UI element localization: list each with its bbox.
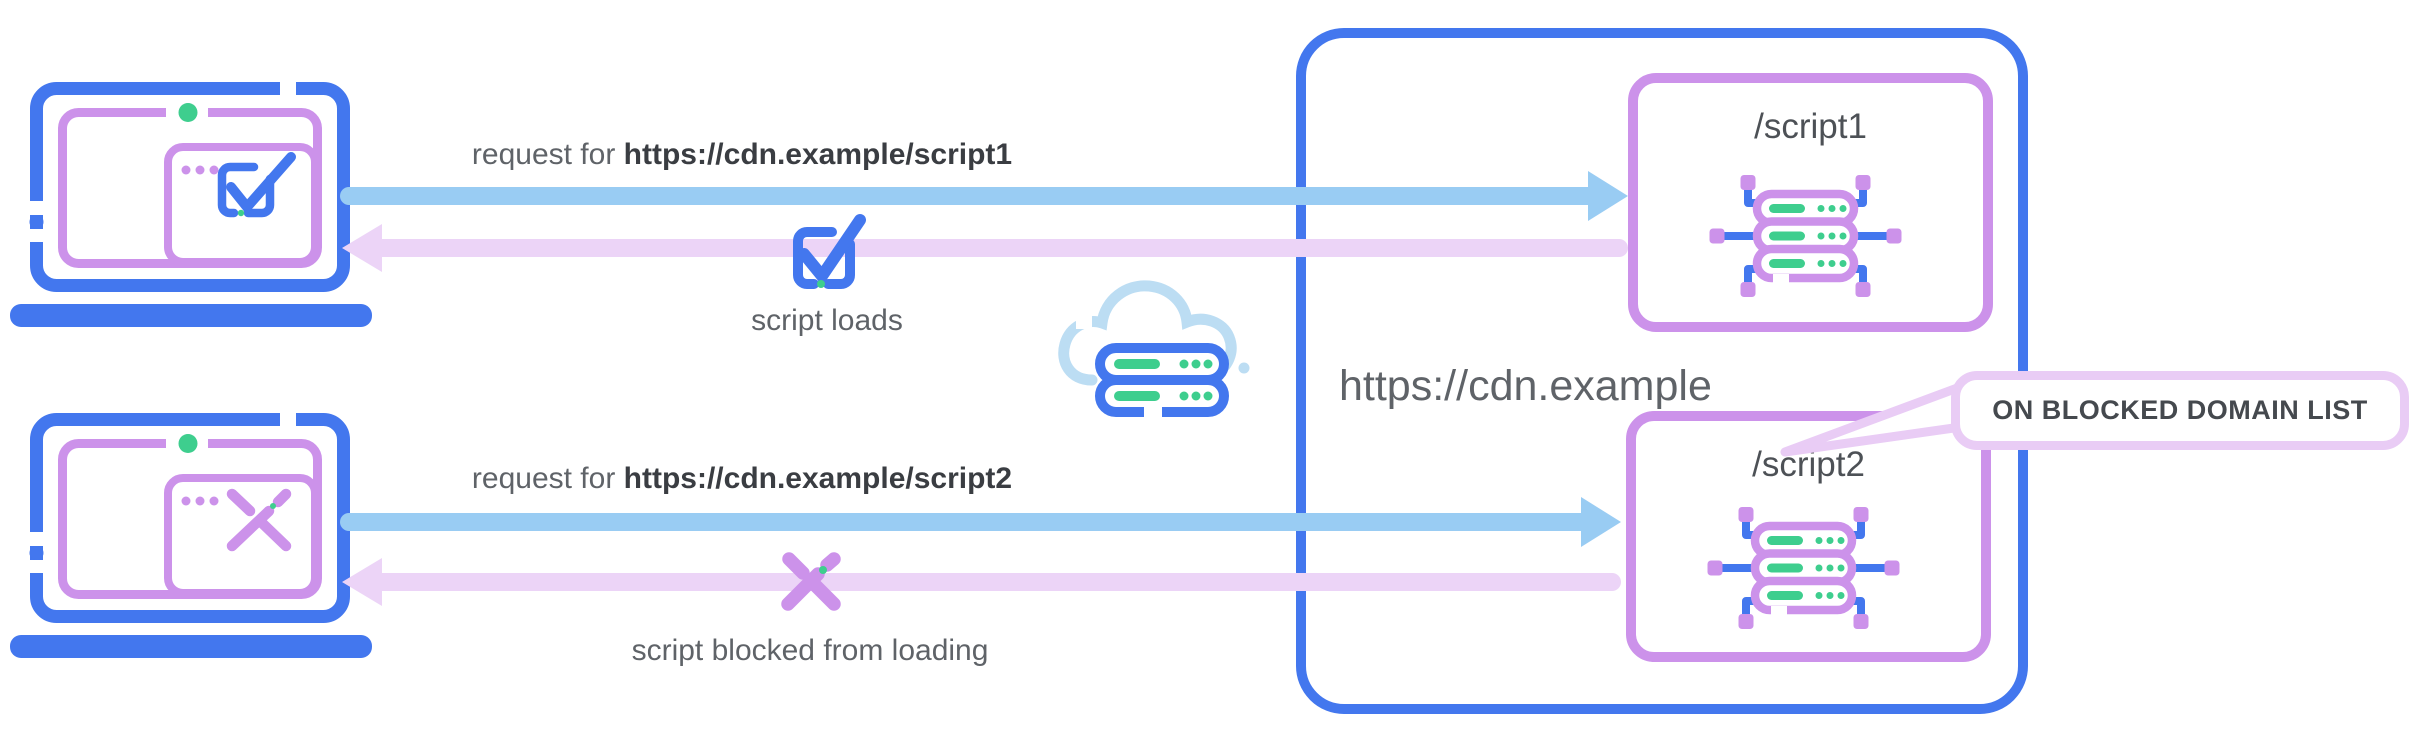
request-arrow-script2-band — [340, 513, 1581, 531]
request-label-prefix: request for — [471, 462, 624, 495]
response-label-text: script blocked from loading — [631, 634, 989, 667]
check-square-icon — [217, 152, 296, 218]
response-label-script2: script blocked from loading — [632, 634, 989, 668]
request-label-url: https://cdn.example/script1 — [623, 138, 1013, 171]
response-arrow-script2-head — [342, 558, 382, 606]
endpoint-script1-label: /script1 — [1754, 107, 1867, 146]
response-label-script1: script loads — [751, 304, 903, 338]
response-arrow-script2-band — [382, 573, 1621, 591]
response-arrow-script1-band — [382, 239, 1628, 257]
server-cluster-icon — [1707, 507, 1900, 629]
cdn-domain-title: https://cdn.example — [1339, 362, 1712, 410]
blocked-domain-callout: ON BLOCKED DOMAIN LIST — [1951, 371, 2409, 450]
cloud-servers-icon — [1058, 280, 1250, 418]
request-label-script2: request for https://cdn.example/script2 — [472, 462, 1012, 496]
server-cluster-icon — [1709, 175, 1902, 297]
request-label-script1: request for https://cdn.example/script1 — [472, 138, 1012, 172]
cross-icon — [226, 488, 292, 552]
server-rack-icon — [1095, 343, 1229, 418]
cdn-domain-box: https://cdn.example /script1 — [1296, 28, 2028, 714]
request-label-url: https://cdn.example/script2 — [623, 462, 1013, 495]
response-label-text: script loads — [751, 304, 903, 337]
request-arrow-script2-head — [1581, 497, 1621, 547]
request-arrow-script1-band — [340, 187, 1588, 205]
laptop-check-icon — [10, 80, 372, 327]
blocked-domain-callout-text: ON BLOCKED DOMAIN LIST — [1992, 395, 2368, 425]
callout-tail — [1780, 379, 1970, 457]
cross-icon — [781, 552, 841, 611]
request-label-prefix: request for — [471, 138, 624, 171]
response-arrow-script1-head — [342, 224, 382, 272]
laptop-cross-icon — [10, 411, 372, 658]
endpoint-script1-box: /script1 — [1628, 73, 1993, 332]
request-arrow-script1-head — [1588, 171, 1628, 221]
check-square-icon — [793, 214, 866, 289]
